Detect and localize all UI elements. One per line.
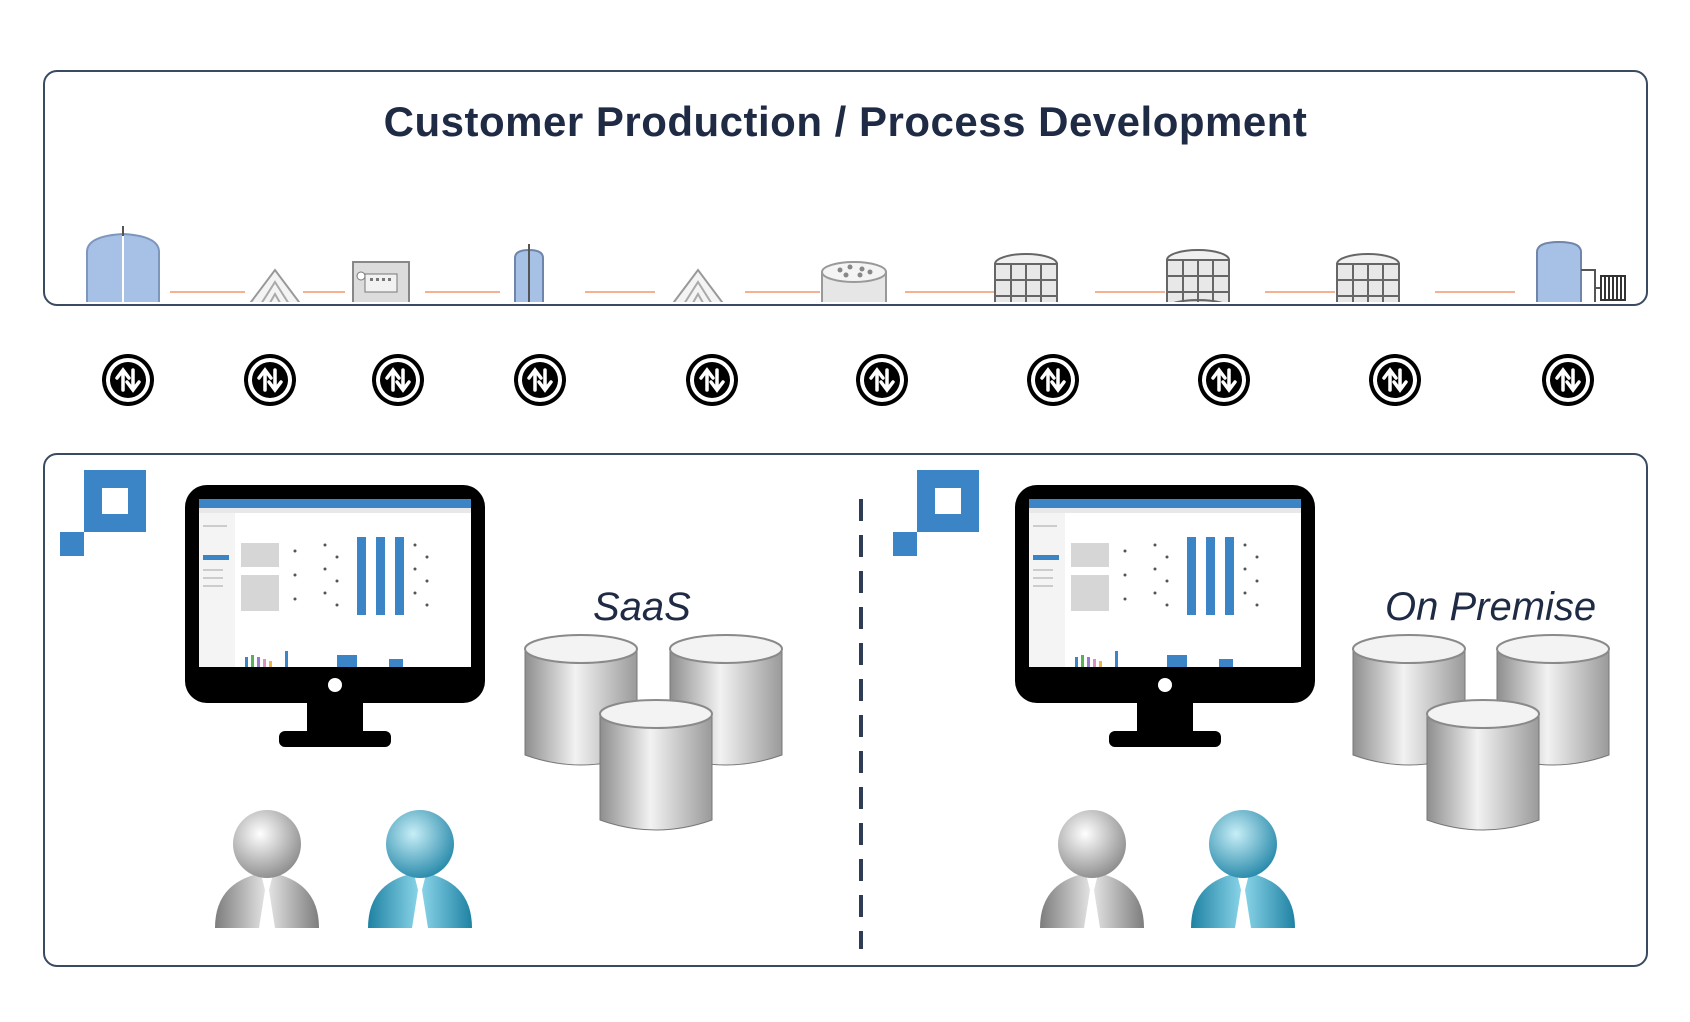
monitor-dashboard-icon xyxy=(185,485,485,747)
deployment-divider xyxy=(859,499,863,949)
vessel-cart-icon xyxy=(1166,249,1230,302)
data-exchange-icon xyxy=(1540,352,1596,408)
data-exchange-icon xyxy=(1025,352,1081,408)
vessel-cart-icon xyxy=(1336,253,1400,302)
filter-icon xyxy=(672,268,724,302)
on-premise-label: On Premise xyxy=(1385,585,1597,629)
database-icon xyxy=(599,699,713,831)
process-development-panel: Customer Production / Process Developmen… xyxy=(43,70,1648,306)
brand-logo-icon xyxy=(893,470,979,556)
data-exchange-icon xyxy=(854,352,910,408)
data-exchange-row xyxy=(100,352,1596,408)
monitor-dashboard-icon xyxy=(1015,485,1315,747)
user-icon xyxy=(1191,810,1295,928)
user-icon xyxy=(1040,810,1144,928)
bioreactor-large-icon xyxy=(86,226,160,302)
brand-logo-icon xyxy=(60,470,146,556)
data-exchange-icon xyxy=(370,352,426,408)
database-icon xyxy=(1426,699,1540,831)
filter-icon xyxy=(249,268,301,302)
vessel-round-icon xyxy=(821,261,887,302)
data-exchange-icon xyxy=(242,352,298,408)
process-flow-diagram xyxy=(86,226,1626,302)
data-exchange-icon xyxy=(1196,352,1252,408)
data-exchange-icon xyxy=(512,352,568,408)
panel-title: Customer Production / Process Developmen… xyxy=(383,98,1308,145)
data-exchange-icon xyxy=(1367,352,1423,408)
bioreactor-small-icon xyxy=(514,244,544,302)
user-icon xyxy=(368,810,472,928)
deployment-graphics xyxy=(60,470,1610,928)
user-icon xyxy=(215,810,319,928)
saas-label: SaaS xyxy=(593,585,691,629)
controller-box-icon xyxy=(352,261,410,302)
data-exchange-icon xyxy=(684,352,740,408)
storage-tank-coil-icon xyxy=(1536,240,1626,302)
vessel-cart-icon xyxy=(994,253,1058,302)
data-exchange-icon xyxy=(100,352,156,408)
